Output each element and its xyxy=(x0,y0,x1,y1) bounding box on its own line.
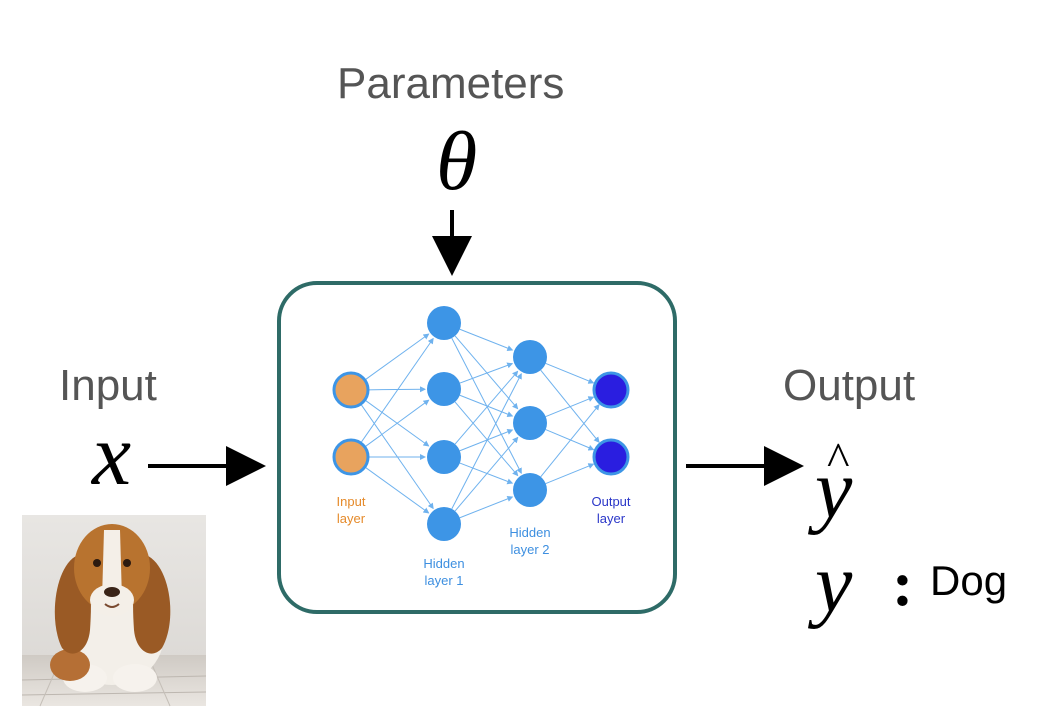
input-layer-label-line1: Input xyxy=(337,494,366,509)
hidden-layer-1-label-line1: Hidden xyxy=(423,556,464,571)
nn-edge-hidden2-1-to-output-1 xyxy=(545,429,595,451)
nn-edge-hidden1-1-to-hidden2-0 xyxy=(459,362,514,384)
nn-node-hidden1-1 xyxy=(427,372,461,406)
hat-accent: ^ xyxy=(827,433,850,486)
input-layer-label-line2: layer xyxy=(337,511,366,526)
nn-node-hidden2-2 xyxy=(513,473,547,507)
nn-node-output-1 xyxy=(592,438,630,476)
colon: : xyxy=(892,548,914,619)
nn-edge-hidden1-0-to-hidden2-1 xyxy=(454,335,519,410)
nn-edge-input-1-to-hidden1-0 xyxy=(360,337,434,444)
nn-edge-hidden1-3-to-hidden2-1 xyxy=(454,436,519,512)
nn-edge-input-0-to-hidden1-2 xyxy=(364,399,430,447)
theta-symbol: θ xyxy=(436,115,478,208)
nn-node-hidden1-2 xyxy=(427,440,461,474)
nn-edge-hidden2-1-to-output-0 xyxy=(545,396,595,418)
nn-node-output-0 xyxy=(592,371,630,409)
parameters-label: Parameters xyxy=(337,59,565,108)
input-symbol-x: x xyxy=(92,407,132,504)
hidden-layer-2-label-line2: layer 2 xyxy=(510,542,549,557)
nn-edge-hidden1-1-to-hidden2-2 xyxy=(454,401,519,477)
hidden-layer-2-label-line1: Hidden xyxy=(509,525,550,540)
output-layer-label-line2: layer xyxy=(597,511,626,526)
nn-edge-hidden1-2-to-hidden2-1 xyxy=(459,429,514,452)
input-label: Input xyxy=(59,361,157,410)
true-label-symbol-y: y xyxy=(815,537,853,630)
nn-edge-input-0-to-hidden1-1 xyxy=(367,386,427,393)
nn-edge-hidden1-0-to-hidden2-0 xyxy=(459,328,514,351)
nn-edge-hidden1-2-to-hidden2-0 xyxy=(454,370,519,445)
neural-network-graphic xyxy=(332,306,630,541)
output-label: Output xyxy=(783,361,916,410)
nn-edge-input-1-to-hidden1-3 xyxy=(364,466,430,514)
nn-edge-input-1-to-hidden1-1 xyxy=(364,399,430,448)
nn-edge-hidden2-0-to-output-0 xyxy=(545,362,595,384)
nn-edge-input-0-to-hidden1-0 xyxy=(364,333,430,381)
nn-edge-hidden1-3-to-hidden2-0 xyxy=(451,373,522,510)
output-layer-label-line1: Output xyxy=(591,494,630,509)
nn-node-hidden1-3 xyxy=(427,507,461,541)
nn-edge-hidden2-2-to-output-0 xyxy=(540,403,600,478)
nn-edge-hidden1-1-to-hidden2-1 xyxy=(459,394,514,417)
nn-edge-input-0-to-hidden1-3 xyxy=(360,403,434,510)
nn-edge-hidden2-2-to-output-1 xyxy=(545,463,595,485)
nn-edge-hidden1-2-to-hidden2-2 xyxy=(459,462,514,485)
dog-photo xyxy=(21,515,207,707)
nn-node-input-1 xyxy=(332,438,370,476)
nn-node-input-0 xyxy=(332,371,370,409)
hidden-layer-1-label-line2: layer 1 xyxy=(424,573,463,588)
nn-edge-hidden1-3-to-hidden2-2 xyxy=(459,496,514,519)
nn-node-hidden1-0 xyxy=(427,306,461,340)
true-label-value: Dog xyxy=(930,557,1008,604)
prediction-symbol-y-hat: y ^ xyxy=(815,433,853,536)
nn-node-hidden2-0 xyxy=(513,340,547,374)
nn-node-hidden2-1 xyxy=(513,406,547,440)
nn-layer-labels: Input layer Hidden layer 1 Hidden layer … xyxy=(337,494,631,588)
